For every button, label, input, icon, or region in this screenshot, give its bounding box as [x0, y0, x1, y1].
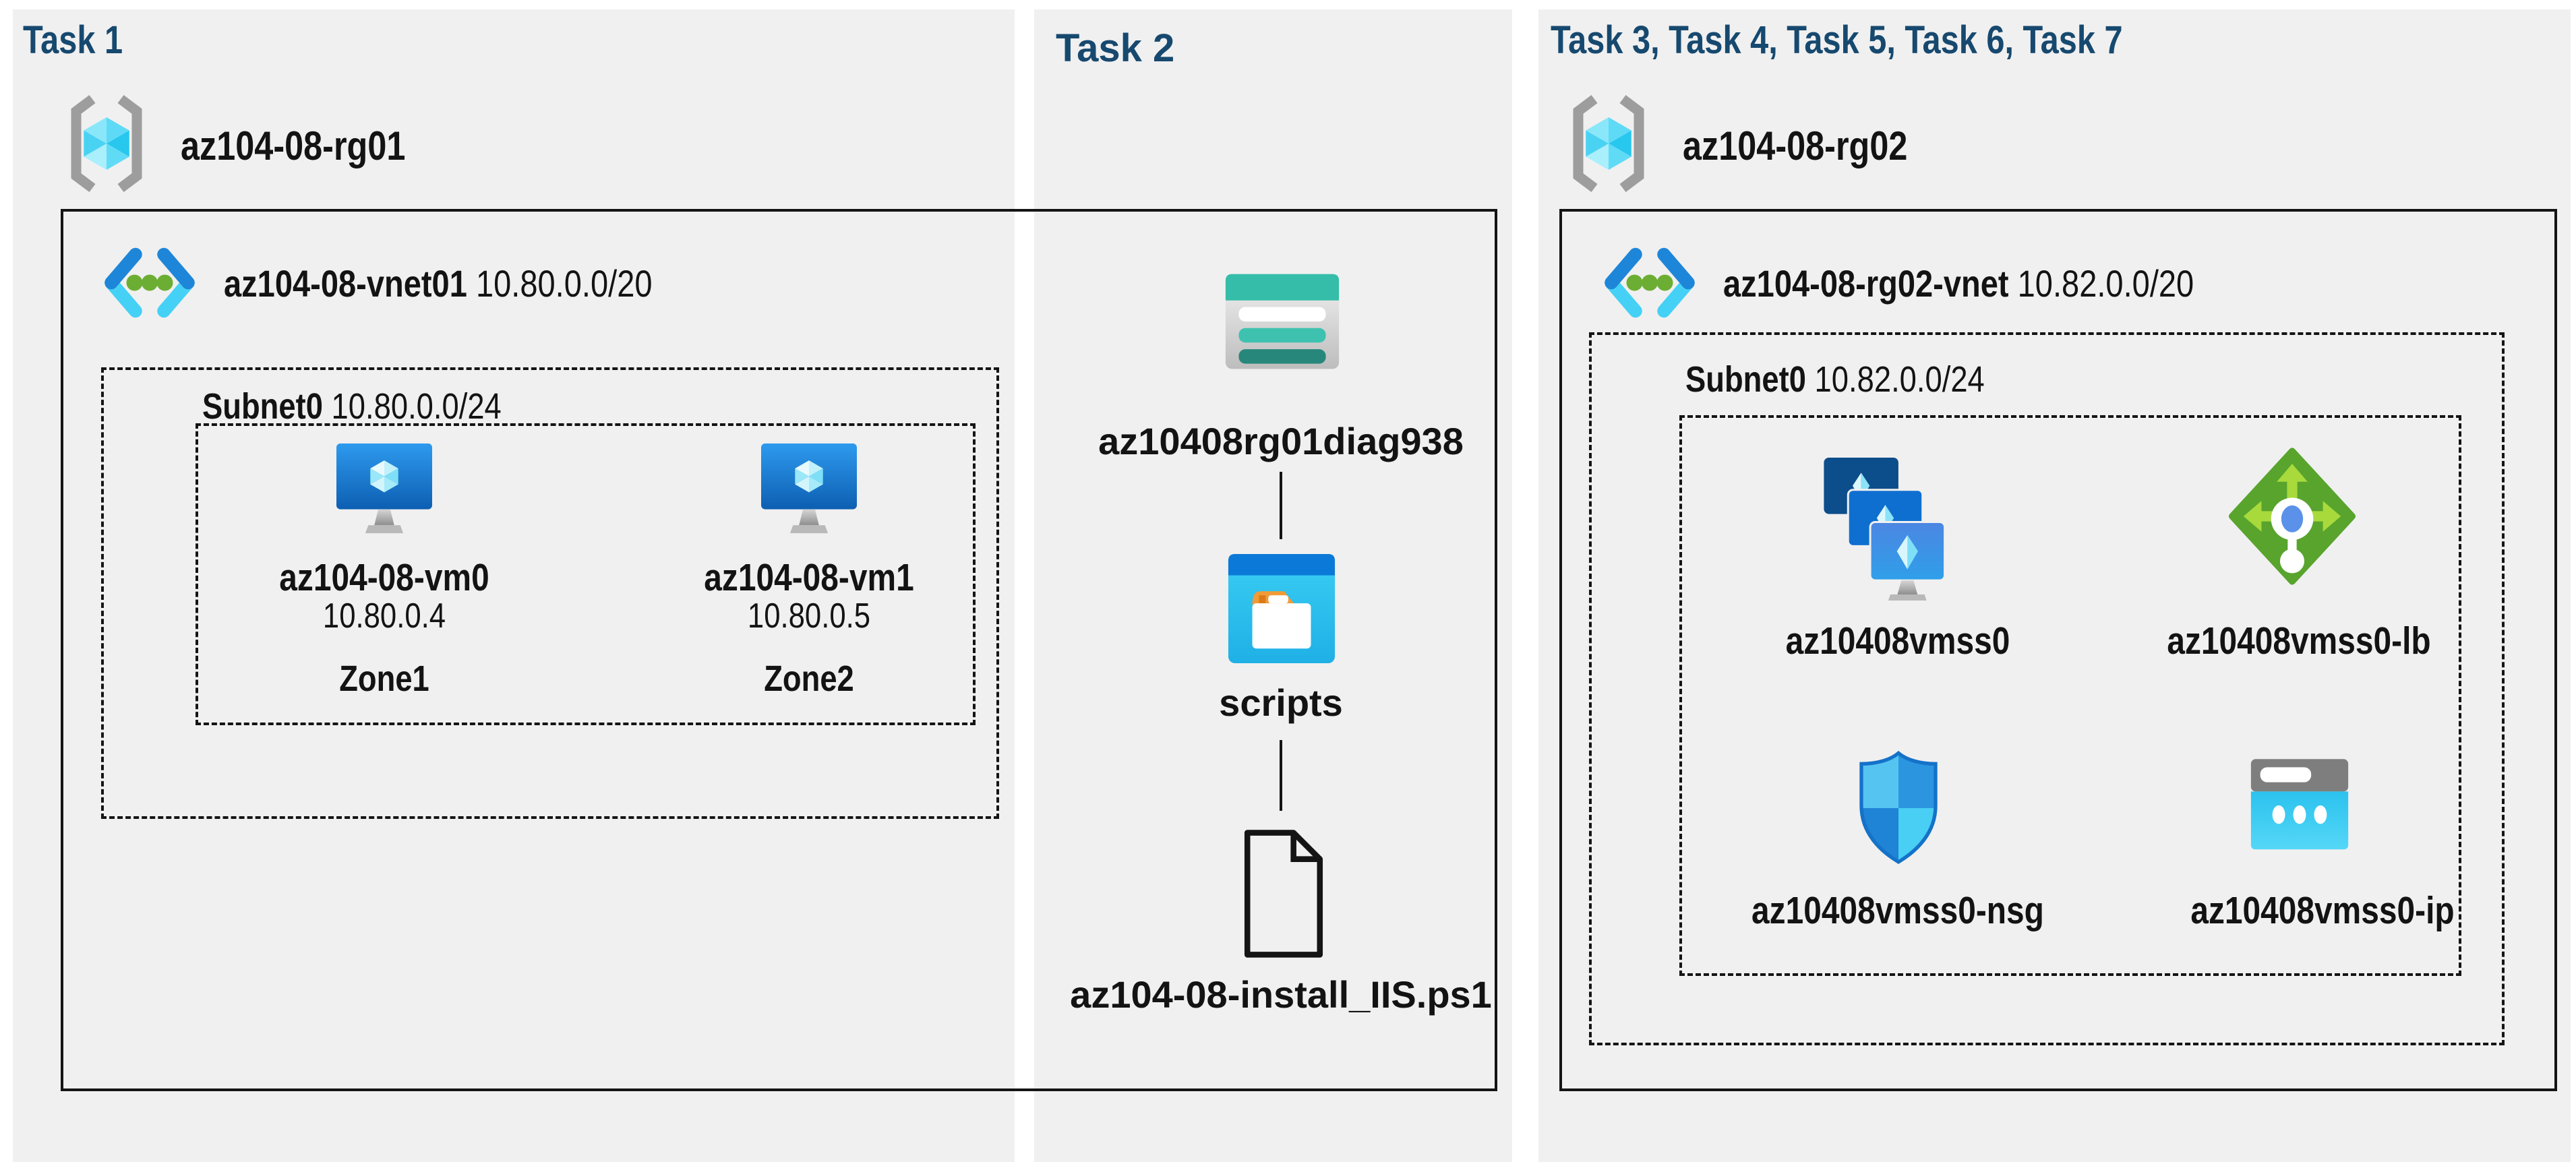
subnet0-box-task3 — [1589, 332, 2505, 1045]
vnet-name: az104-08-rg02-vnet — [1723, 262, 2009, 305]
vnet-label: az104-08-vnet01 10.80.0.0/20 — [224, 262, 653, 305]
vm-name: az104-08-vm1 — [704, 556, 914, 599]
public-ip-address-icon — [2246, 756, 2353, 855]
subnet-cidr: 10.82.0.0/24 — [1814, 359, 1985, 400]
resource-group-icon — [1564, 93, 1653, 194]
rg02-boundary-box — [1559, 209, 2557, 1091]
virtual-network-icon — [99, 231, 200, 335]
subnet-label: Subnet0 10.82.0.0/24 — [1685, 359, 1985, 400]
storage-account-name: az10408rg01diag938 — [1098, 420, 1464, 462]
task3-title: Task 3, Task 4, Task 5, Task 6, Task 7 — [1551, 18, 2123, 62]
vm-ip: 10.80.0.5 — [747, 596, 871, 636]
rg01-boundary-box — [61, 209, 1497, 1091]
subnet-cidr: 10.80.0.0/24 — [331, 386, 502, 427]
vnet-cidr: 10.82.0.0/20 — [2017, 262, 2194, 305]
folder-window-icon — [1226, 551, 1338, 666]
panel-task1 — [13, 9, 1015, 1162]
vm-zone: Zone1 — [339, 658, 429, 699]
vm-scale-set-icon — [1822, 456, 1947, 603]
task1-title: Task 1 — [23, 18, 123, 62]
connector-line — [1280, 740, 1282, 811]
subnet-name: Subnet0 — [202, 386, 323, 427]
script-file-name: az104-08-install_IIS.ps1 — [1070, 973, 1492, 1016]
task2-title: Task 2 — [1056, 26, 1175, 70]
resource-group-name: az104-08-rg01 — [181, 123, 406, 168]
connector-line — [1280, 472, 1282, 539]
load-balancer-name: az10408vmss0-lb — [2167, 619, 2431, 663]
vm-name: az104-08-vm0 — [279, 556, 489, 599]
vm-ip: 10.80.0.4 — [322, 596, 446, 636]
vmss-name: az10408vmss0 — [1785, 619, 2010, 663]
file-document-icon — [1239, 828, 1328, 960]
nsg-name: az10408vmss0-nsg — [1751, 889, 2044, 932]
public-ip-name: az10408vmss0-ip — [2190, 889, 2455, 932]
folder-name: scripts — [1219, 681, 1343, 724]
virtual-network-icon — [1599, 231, 1700, 335]
vnet-cidr: 10.80.0.0/20 — [475, 262, 653, 305]
zones-box — [196, 423, 976, 725]
network-security-group-icon — [1851, 749, 1946, 867]
subnet-label: Subnet0 10.80.0.0/24 — [202, 386, 502, 427]
vm-zone: Zone2 — [764, 658, 854, 699]
storage-account-icon — [1222, 268, 1343, 375]
panel-task3 — [1538, 9, 2571, 1162]
virtual-machine-icon — [334, 441, 434, 537]
resource-group-icon — [62, 93, 151, 194]
vnet-name: az104-08-vnet01 — [224, 262, 467, 305]
vmss-resources-box — [1679, 415, 2461, 976]
subnet0-box-task1 — [101, 367, 999, 819]
load-balancer-icon — [2228, 445, 2356, 588]
resource-group-name: az104-08-rg02 — [1683, 123, 1908, 168]
subnet-name: Subnet0 — [1685, 359, 1806, 400]
vnet-label: az104-08-rg02-vnet 10.82.0.0/20 — [1723, 262, 2194, 305]
virtual-machine-icon — [759, 441, 859, 537]
